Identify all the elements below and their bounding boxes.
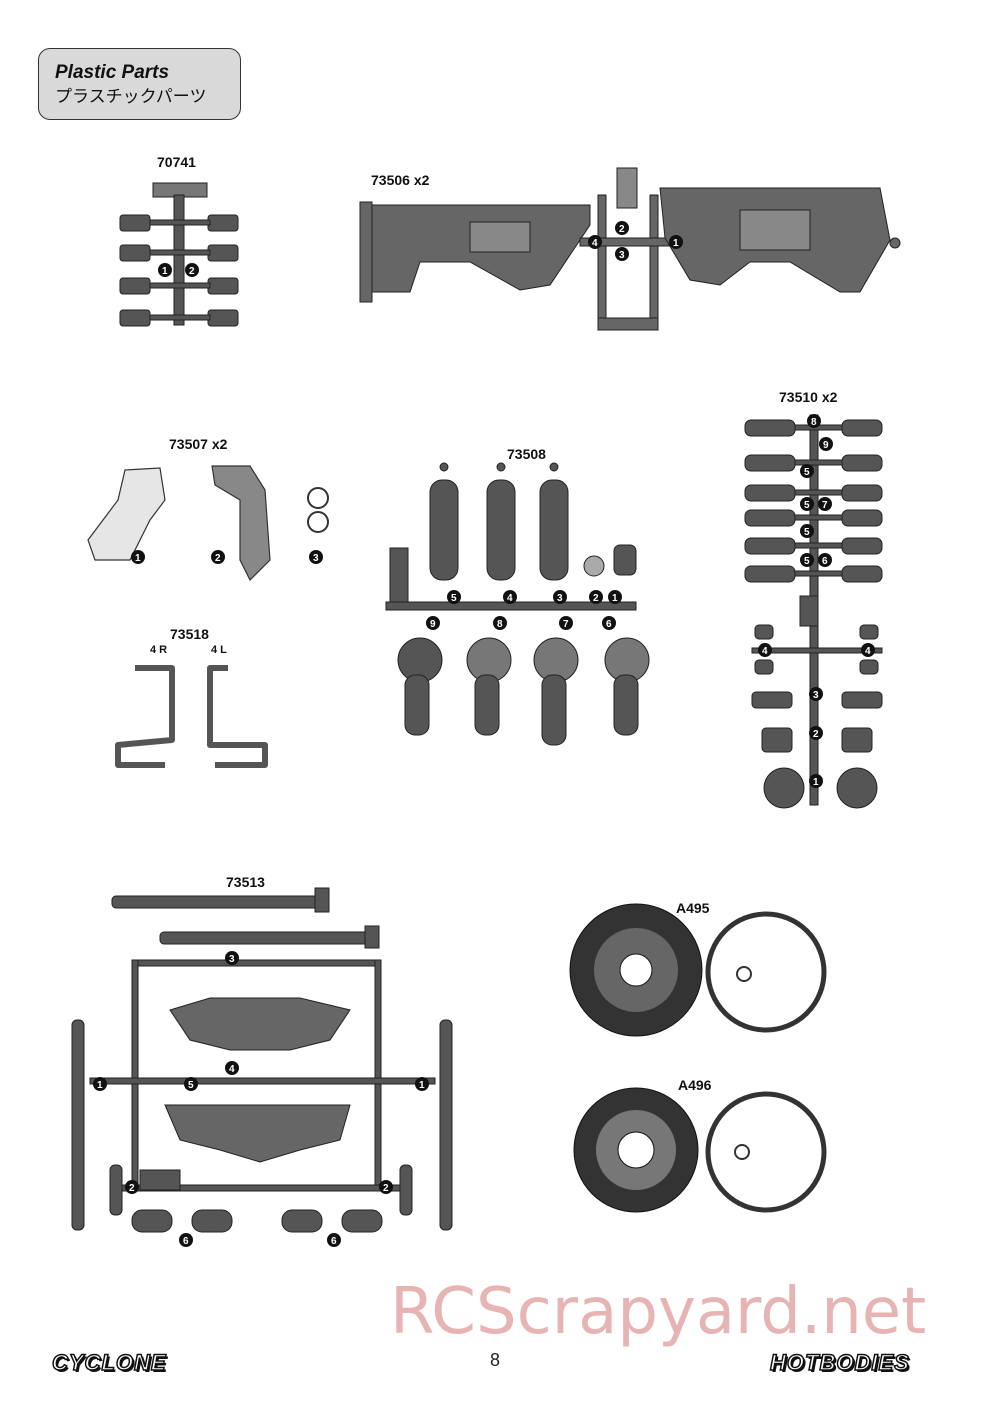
svg-text:5: 5 [804, 500, 810, 511]
svg-text:2: 2 [813, 729, 819, 740]
page-number: 8 [490, 1350, 501, 1370]
svg-text:1: 1 [419, 1080, 425, 1091]
part-73510-drawing [744, 414, 883, 809]
part-73518-drawing [115, 665, 268, 768]
svg-text:4: 4 [592, 238, 598, 249]
part-label-73510: 73510 x2 [779, 389, 838, 405]
svg-text:5: 5 [804, 467, 810, 478]
svg-text:9: 9 [430, 619, 436, 630]
part-73508-drawing [385, 462, 650, 746]
svg-text:2: 2 [129, 1183, 135, 1194]
svg-text:6: 6 [822, 556, 828, 567]
svg-text:2: 2 [619, 224, 625, 235]
svg-text:9: 9 [823, 440, 829, 451]
svg-text:1: 1 [673, 238, 679, 249]
svg-text:1: 1 [813, 777, 819, 788]
section-title-en: Plastic Parts [55, 62, 170, 83]
part-label-73508: 73508 [507, 446, 546, 462]
part-label-73518-right: 4 R [150, 644, 168, 656]
svg-text:3: 3 [619, 250, 625, 261]
cyclone-logo: CYCLONE [51, 1349, 167, 1376]
svg-text:6: 6 [606, 619, 612, 630]
svg-text:7: 7 [563, 619, 569, 630]
svg-text:1: 1 [135, 553, 141, 564]
part-label-73518-left: 4 L [211, 644, 227, 656]
part-73507-drawing [87, 465, 329, 582]
svg-text:6: 6 [331, 1236, 337, 1247]
svg-text:1: 1 [97, 1080, 103, 1091]
svg-text:5: 5 [804, 556, 810, 567]
part-73513-drawing [71, 887, 453, 1233]
svg-text:8: 8 [811, 417, 817, 428]
svg-text:3: 3 [813, 690, 819, 701]
svg-text:1: 1 [162, 266, 168, 277]
part-73506-drawing [359, 167, 901, 331]
svg-text:4: 4 [229, 1064, 235, 1075]
part-label-a495: A495 [676, 900, 710, 916]
svg-text:4: 4 [865, 646, 871, 657]
svg-text:2: 2 [189, 266, 195, 277]
svg-text:2: 2 [593, 593, 599, 604]
svg-text:8: 8 [497, 619, 503, 630]
section-title-box: Plastic Parts プラスチックパーツ [38, 48, 241, 120]
part-a496-drawing [573, 1087, 827, 1213]
svg-text:3: 3 [229, 954, 235, 965]
part-label-73518: 73518 [170, 626, 209, 642]
callout-markers: 1 2 2 4 1 3 1 2 3 5 4 3 2 1 9 8 7 6 8 9 … [93, 221, 875, 1247]
svg-text:5: 5 [451, 593, 457, 604]
svg-text:7: 7 [822, 500, 828, 511]
svg-text:6: 6 [183, 1236, 189, 1247]
svg-text:3: 3 [557, 593, 563, 604]
svg-text:1: 1 [612, 593, 618, 604]
svg-text:4: 4 [507, 593, 513, 604]
part-70741-drawing [119, 182, 239, 327]
part-label-70741: 70741 [157, 154, 196, 170]
svg-text:3: 3 [313, 553, 319, 564]
svg-text:5: 5 [804, 527, 810, 538]
part-label-a496: A496 [678, 1077, 712, 1093]
hotbodies-logo: HOTBODIES [769, 1349, 910, 1376]
watermark: RCScrapyard.net [390, 1275, 927, 1349]
svg-text:4: 4 [762, 646, 768, 657]
part-label-73506: 73506 x2 [371, 172, 430, 188]
part-a495-drawing [569, 903, 827, 1037]
svg-text:2: 2 [215, 553, 221, 564]
svg-text:2: 2 [383, 1183, 389, 1194]
section-title-jp: プラスチックパーツ [55, 87, 207, 106]
svg-text:5: 5 [188, 1080, 194, 1091]
part-label-73513: 73513 [226, 874, 265, 890]
part-label-73507: 73507 x2 [169, 436, 228, 452]
